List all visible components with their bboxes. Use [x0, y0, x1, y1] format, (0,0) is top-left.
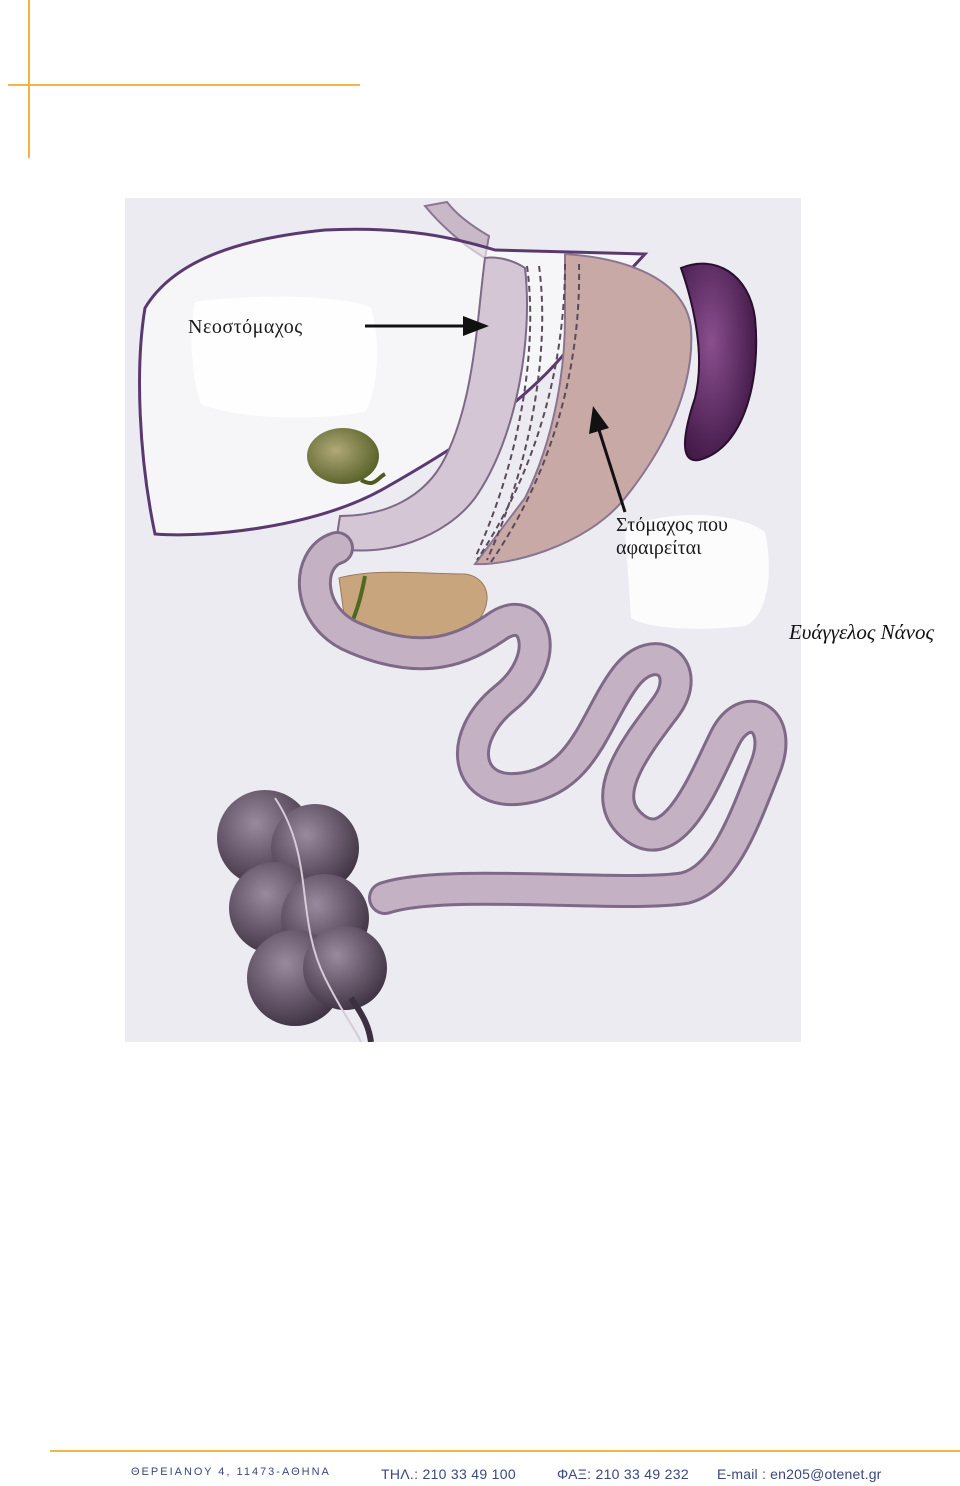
- label-removed-stomach-line2: αφαιρείται: [616, 537, 702, 559]
- label-removed-stomach-line1: Στόμαχος που: [616, 514, 728, 536]
- surgical-illustration: [125, 198, 801, 1042]
- label-removed-stomach: Στόμαχος που αφαιρείται: [616, 514, 728, 560]
- footer-divider: [50, 1450, 960, 1452]
- author-name: Ευάγγελος Νάνος: [788, 620, 934, 644]
- anatomy-drawing: [138, 200, 788, 1042]
- footer-contact: ΘΕΡΕΙΑΝΟΥ 4, 11473-ΑΘΗΝΑ ΤΗΛ.: 210 33 49…: [131, 1466, 882, 1484]
- corner-mark-vertical: [28, 0, 30, 158]
- footer-email-link[interactable]: E-mail : en205@otenet.gr: [717, 1466, 882, 1482]
- label-new-stomach: Νεοστόμαχος: [188, 316, 303, 338]
- footer-fax: ΦΑΞ: 210 33 49 232: [557, 1466, 689, 1482]
- corner-mark-horizontal: [8, 84, 360, 86]
- footer-address: ΘΕΡΕΙΑΝΟΥ 4, 11473-ΑΘΗΝΑ: [131, 1466, 331, 1478]
- footer-phone: ΤΗΛ.: 210 33 49 100: [381, 1466, 516, 1482]
